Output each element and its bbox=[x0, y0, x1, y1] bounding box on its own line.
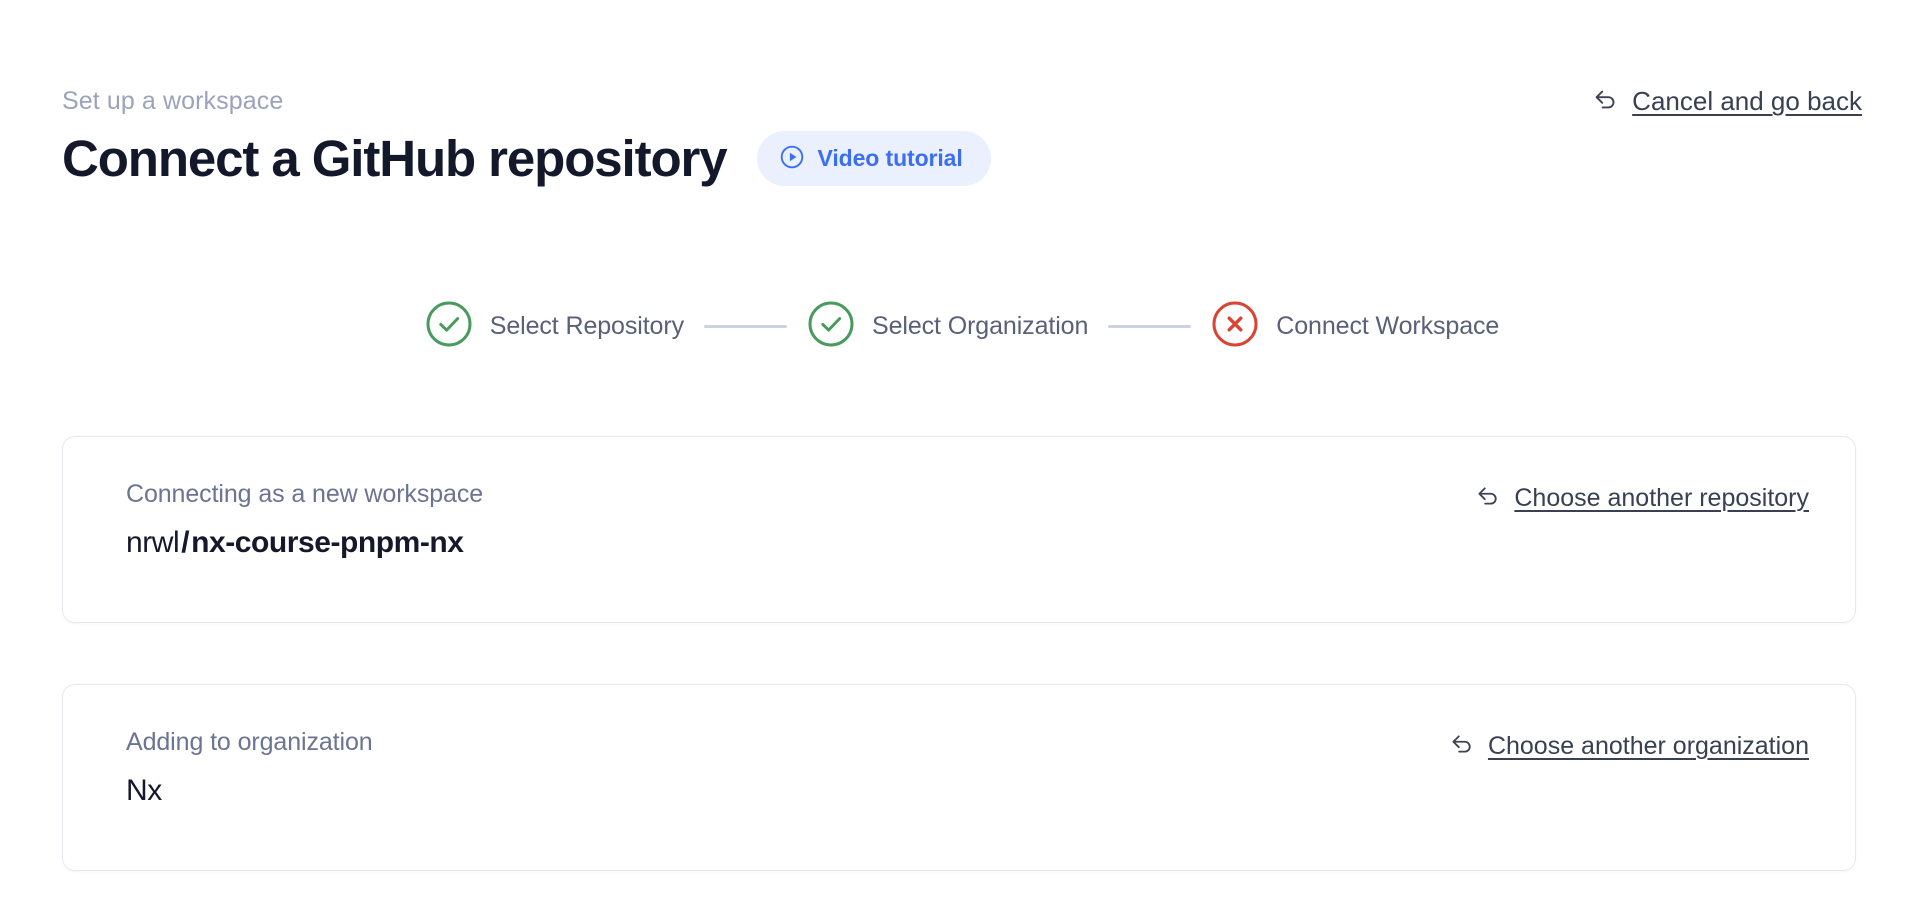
undo-arrow-icon bbox=[1473, 481, 1502, 515]
x-circle-icon bbox=[1211, 300, 1259, 353]
organization-card-content: Adding to organization Nx bbox=[126, 727, 373, 809]
step-label: Select Organization bbox=[872, 312, 1089, 340]
repository-card: Connecting as a new workspace nrwl/nx-co… bbox=[62, 436, 1856, 623]
play-circle-icon bbox=[779, 144, 805, 173]
repository-card-value: nrwl/nx-course-pnpm-nx bbox=[126, 525, 483, 561]
breadcrumb-eyebrow: Set up a workspace bbox=[62, 87, 284, 115]
step-connector bbox=[1108, 325, 1192, 328]
repository-name: nx-course-pnpm-nx bbox=[191, 526, 464, 559]
repository-owner: nrwl bbox=[126, 526, 180, 559]
step-select-organization[interactable]: Select Organization bbox=[807, 300, 1088, 353]
choose-another-repository-label: Choose another repository bbox=[1514, 483, 1809, 512]
step-connect-workspace[interactable]: Connect Workspace bbox=[1211, 300, 1499, 353]
organization-card: Adding to organization Nx Choose another… bbox=[62, 684, 1856, 871]
page-title: Connect a GitHub repository bbox=[62, 130, 728, 187]
choose-another-organization-link[interactable]: Choose another organization bbox=[1447, 729, 1809, 763]
cancel-and-go-back-link[interactable]: Cancel and go back bbox=[1590, 84, 1862, 119]
step-label: Connect Workspace bbox=[1276, 312, 1500, 340]
step-label: Select Repository bbox=[489, 312, 684, 340]
repository-card-caption: Connecting as a new workspace bbox=[126, 480, 484, 508]
video-tutorial-button[interactable]: Video tutorial bbox=[756, 131, 991, 187]
cancel-and-go-back-label: Cancel and go back bbox=[1632, 86, 1862, 116]
repository-card-content: Connecting as a new workspace nrwl/nx-co… bbox=[126, 479, 483, 561]
undo-arrow-icon bbox=[1590, 84, 1620, 119]
progress-stepper: Select Repository Select Organization Co… bbox=[0, 300, 1924, 353]
check-circle-icon bbox=[807, 300, 855, 353]
choose-another-organization-label: Choose another organization bbox=[1487, 731, 1809, 760]
organization-card-value: Nx bbox=[126, 774, 162, 807]
repository-separator: / bbox=[181, 526, 190, 559]
step-connector bbox=[704, 325, 787, 328]
page-header: Set up a workspace Connect a GitHub repo… bbox=[62, 86, 1862, 187]
check-circle-icon bbox=[425, 300, 473, 353]
step-select-repository[interactable]: Select Repository bbox=[425, 300, 684, 353]
undo-arrow-icon bbox=[1447, 729, 1476, 763]
organization-card-caption: Adding to organization bbox=[126, 728, 373, 756]
title-row: Connect a GitHub repository Video tutori… bbox=[62, 130, 1862, 187]
video-tutorial-label: Video tutorial bbox=[817, 145, 963, 172]
choose-another-repository-link[interactable]: Choose another repository bbox=[1473, 481, 1809, 515]
